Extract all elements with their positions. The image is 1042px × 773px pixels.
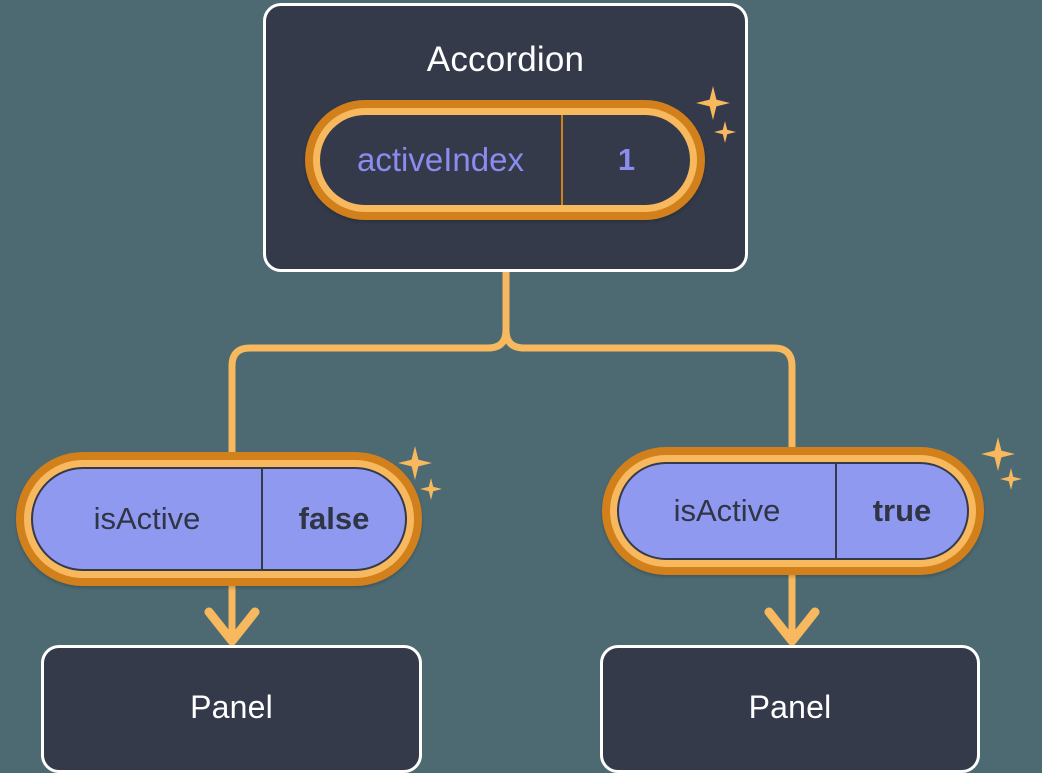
arrowhead-right-icon [764, 607, 820, 646]
pill-core: activeIndex 1 [320, 115, 690, 205]
prop-key: isActive [619, 464, 837, 558]
component-node-panel-left[interactable]: Panel [41, 645, 422, 773]
prop-pill-activeindex[interactable]: activeIndex 1 [305, 100, 705, 220]
sparkle-icon [420, 478, 442, 500]
pill-inner-ring: isActive false [24, 460, 414, 578]
connector-root-to-branches-right [502, 268, 796, 451]
prop-key: activeIndex [320, 115, 563, 205]
prop-value: true [872, 493, 932, 528]
pill-core: isActive false [31, 467, 407, 571]
sparkle-icon [1000, 468, 1022, 490]
prop-value: 1 [617, 142, 636, 177]
pill-inner-ring: isActive true [610, 455, 976, 567]
connector-root-to-branches [228, 268, 510, 456]
prop-pill-isactive-left[interactable]: isActive false [16, 452, 422, 586]
component-title: Panel [748, 689, 832, 725]
pill-core: isActive true [617, 462, 969, 560]
pill-inner-ring: activeIndex 1 [313, 108, 697, 212]
component-title: Panel [190, 689, 273, 725]
arrowhead-left-icon [204, 607, 260, 646]
component-node-panel-right[interactable]: Panel [600, 645, 980, 773]
prop-key: isActive [33, 469, 263, 569]
component-title: Accordion [426, 40, 585, 79]
sparkle-icon [981, 437, 1015, 471]
prop-pill-isactive-right[interactable]: isActive true [602, 447, 984, 575]
prop-value: false [298, 501, 370, 536]
